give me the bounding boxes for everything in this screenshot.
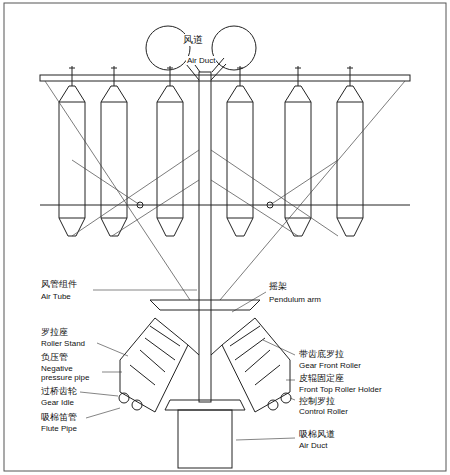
part-label: Negative pressure pipe (40, 364, 102, 382)
air-duct-base (178, 410, 232, 468)
arm-link (188, 345, 222, 355)
bobbins (59, 66, 363, 236)
right-roller-stand (222, 318, 290, 412)
roller (119, 393, 129, 403)
part-label: 吸棉笛管 (40, 412, 78, 422)
base-top (165, 400, 245, 410)
air-tube (199, 72, 211, 402)
air-duct-circle (212, 26, 256, 70)
frame (4, 3, 446, 471)
bobbin-peg (347, 66, 353, 86)
part-label: 带齿底罗拉 (298, 349, 345, 359)
part-label: 吸棉风道 (298, 429, 336, 439)
right-stand-detail (230, 326, 280, 385)
bobbin (157, 86, 183, 236)
support-lines (45, 81, 405, 300)
left-roller-stand (120, 318, 188, 412)
part-label: 控制罗拉 (298, 396, 336, 406)
part-label: Gear Idle (40, 398, 75, 407)
part-label: 过桥齿轮 (40, 386, 78, 396)
part-label: Control Roller (298, 407, 349, 416)
bobbin-peg (69, 66, 75, 86)
bobbin-peg (295, 66, 301, 86)
part-label: Pendulum arm (268, 295, 322, 304)
leader-lines (80, 290, 295, 440)
part-label: Gear Front Roller (298, 361, 362, 370)
part-label: Roller Stand (40, 339, 86, 348)
bobbin-peg (111, 66, 117, 86)
part-label: 负压管 (40, 352, 69, 362)
creel-bar (40, 75, 410, 81)
bobbin (227, 86, 253, 236)
part-label: Front Top Roller Holder (298, 385, 383, 394)
part-label: 风道 (182, 34, 204, 46)
roller (281, 393, 291, 403)
part-label: 摇架 (268, 281, 288, 291)
part-label: 皮辊固定座 (298, 373, 345, 383)
bobbin-peg (167, 66, 173, 86)
bobbin (285, 86, 311, 236)
part-label: Flute Pipe (40, 424, 78, 433)
part-label: Air Duct (298, 441, 328, 450)
part-label: Air Duct (186, 56, 216, 65)
left-stand-detail (130, 326, 180, 385)
roller (132, 400, 142, 410)
creel-tie (40, 205, 410, 206)
bobbin (337, 86, 363, 236)
part-label: Air Tube (40, 292, 72, 301)
air-duct-circle (146, 26, 190, 70)
bobbin-peg (237, 66, 243, 86)
part-label: 风管组件 (40, 279, 78, 289)
roller (268, 400, 278, 410)
part-label: 罗拉座 (40, 327, 69, 337)
